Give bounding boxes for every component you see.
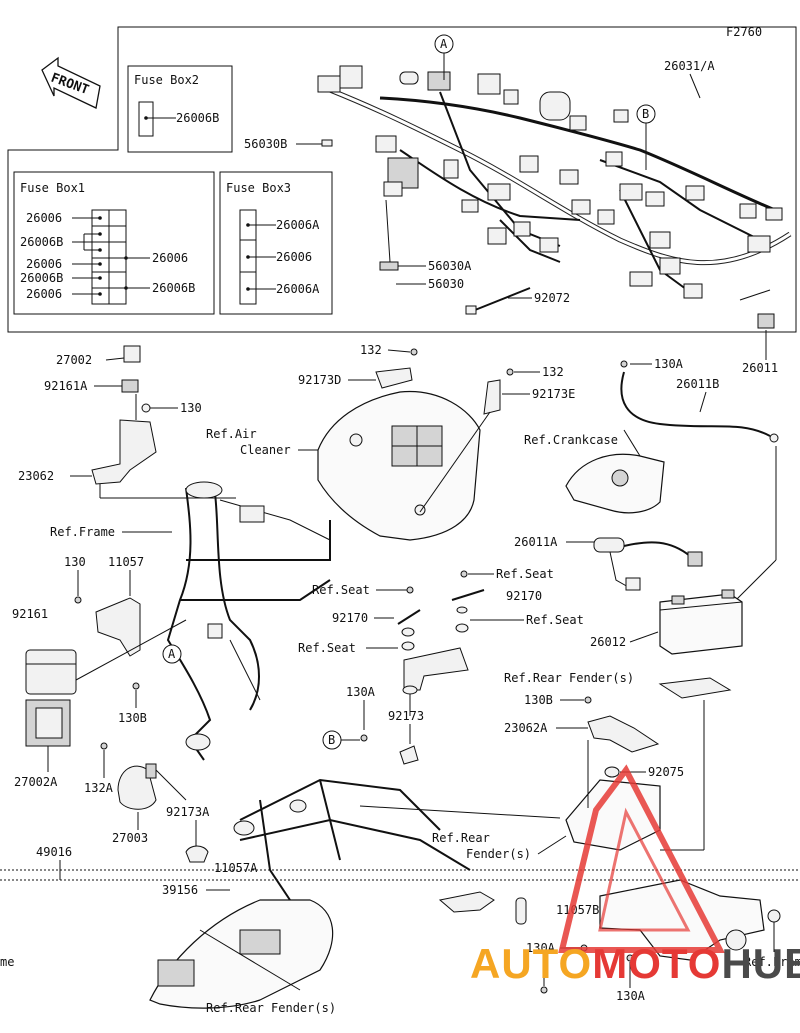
svg-text:26006B: 26006B [152,281,195,295]
svg-text:49016: 49016 [36,845,72,859]
battery-cable-group: 130A 26011B Ref.Crankcase [524,357,779,601]
svg-text:Ref.Fram: Ref.Fram [744,955,800,969]
svg-text:Fuse Box3: Fuse Box3 [226,181,291,195]
svg-text:Ref.Air: Ref.Air [206,427,257,441]
fuse-box1: Fuse Box1 26006 26006B 26006 26006B 2600… [13,171,215,315]
svg-text:11057A: 11057A [214,861,258,875]
svg-text:Fuse Box2: Fuse Box2 [134,73,199,87]
harness-frame-outline [7,26,797,333]
svg-text:11057: 11057 [108,555,144,569]
svg-text:26006B: 26006B [20,271,63,285]
svg-text:me: me [0,955,14,969]
svg-text:26006A: 26006A [276,282,320,296]
svg-text:26006B: 26006B [176,111,219,125]
watermark-auto: AUTO [470,940,593,987]
svg-text:23062: 23062 [18,469,54,483]
front-arrow: FRONT [41,56,101,109]
frame-group: Ref.Frame [50,481,331,761]
label-26011: 26011 [742,361,778,375]
svg-text:132: 132 [360,343,382,357]
label-92072: 92072 [534,291,570,305]
svg-text:11057B: 11057B [556,903,599,917]
svg-text:92170: 92170 [506,589,542,603]
svg-text:Ref.Rear: Ref.Rear [432,831,490,845]
svg-text:130A: 130A [346,685,376,699]
svg-text:92173: 92173 [388,709,424,723]
svg-text:26012: 26012 [590,635,626,649]
svg-text:26006A: 26006A [276,218,320,232]
svg-text:Cleaner: Cleaner [240,443,291,457]
svg-text:92170: 92170 [332,611,368,625]
svg-text:26006: 26006 [26,257,62,271]
svg-text:Fuse Box1: Fuse Box1 [20,181,85,195]
svg-text:92161A: 92161A [44,379,88,393]
svg-text:B: B [328,733,335,747]
svg-text:26006: 26006 [276,250,312,264]
svg-text:27002A: 27002A [14,775,58,789]
svg-text:23062A: 23062A [504,721,548,735]
main-wiring-harness [317,65,792,299]
svg-text:A: A [168,647,176,661]
relay-bracket-group: 27002 92161A 130 23062 [18,345,236,499]
svg-text:B: B [642,107,649,121]
svg-text:92173A: 92173A [166,805,210,819]
label-26031a: 26031/A [664,59,715,73]
label-56030: 56030 [428,277,464,291]
svg-text:Ref.Frame: Ref.Frame [50,525,115,539]
label-56030a: 56030A [428,259,472,273]
diagram-code: F2760 [726,25,762,39]
svg-text:130A: 130A [616,989,646,1003]
svg-text:Ref.Seat: Ref.Seat [526,613,584,627]
watermark-hub: HUB [721,940,800,987]
svg-text:26006: 26006 [26,287,62,301]
svg-text:A: A [440,37,448,51]
rear-frame-group: B 130A 92173 [233,685,561,901]
ecu-group: 130 11057 92161 27002A 130B A [12,555,187,789]
svg-text:130A: 130A [526,941,556,955]
svg-text:Ref.Seat: Ref.Seat [496,567,554,581]
callout-a-harness: A [434,34,454,80]
svg-text:130: 130 [64,555,86,569]
battery-group: 26011A 26012 Ref.Rear Fender(s) [504,535,743,851]
svg-text:26006: 26006 [152,251,188,265]
air-cleaner-group: 132 92173D Ref.Air Cleaner 132 92173E [206,343,575,541]
svg-text:130A: 130A [654,357,684,371]
svg-text:39156: 39156 [162,883,198,897]
seat-bracket-group: Ref.Seat Ref.Seat 92170 92170 Ref.Seat R… [298,567,584,716]
watermark-moto: MOTO [592,940,722,987]
svg-text:130B: 130B [118,711,147,725]
rear-bracket-group: 130B 23062A 92075 Ref.Rear Fender(s) [432,693,684,861]
svg-text:Ref.Crankcase: Ref.Crankcase [524,433,618,447]
svg-text:92075: 92075 [648,765,684,779]
svg-text:26006B: 26006B [20,235,63,249]
svg-text:27003: 27003 [112,831,148,845]
callout-b-frame: B [322,730,360,750]
svg-text:92161: 92161 [12,607,48,621]
svg-text:Ref.Seat: Ref.Seat [312,583,370,597]
svg-text:26006: 26006 [26,211,62,225]
fuse-box2: Fuse Box2 26006B [127,65,233,153]
svg-text:Fender(s): Fender(s) [466,847,531,861]
label-56030b: 56030B [244,137,287,151]
svg-text:26011B: 26011B [676,377,719,391]
svg-text:Ref.Rear Fender(s): Ref.Rear Fender(s) [504,671,634,685]
callout-a-frame: A [162,644,182,664]
watermark-triangle [558,764,725,953]
svg-text:92173D: 92173D [298,373,341,387]
svg-text:130B: 130B [524,693,553,707]
watermark-logo: AUTOMOTOHUB [470,940,800,996]
svg-text:92173E: 92173E [532,387,575,401]
callout-b-harness: B [636,104,656,170]
svg-text:Ref.Seat: Ref.Seat [298,641,356,655]
svg-text:26011A: 26011A [514,535,558,549]
svg-text:132A: 132A [84,781,114,795]
horn-group: 132A 27003 92173A [84,742,210,863]
svg-text:132: 132 [542,365,564,379]
svg-text:Ref.Rear Fender(s): Ref.Rear Fender(s) [206,1001,336,1015]
svg-text:130: 130 [180,401,202,415]
svg-text:27002: 27002 [56,353,92,367]
fuse-box3: Fuse Box3 26006A 26006 26006A [219,171,333,315]
